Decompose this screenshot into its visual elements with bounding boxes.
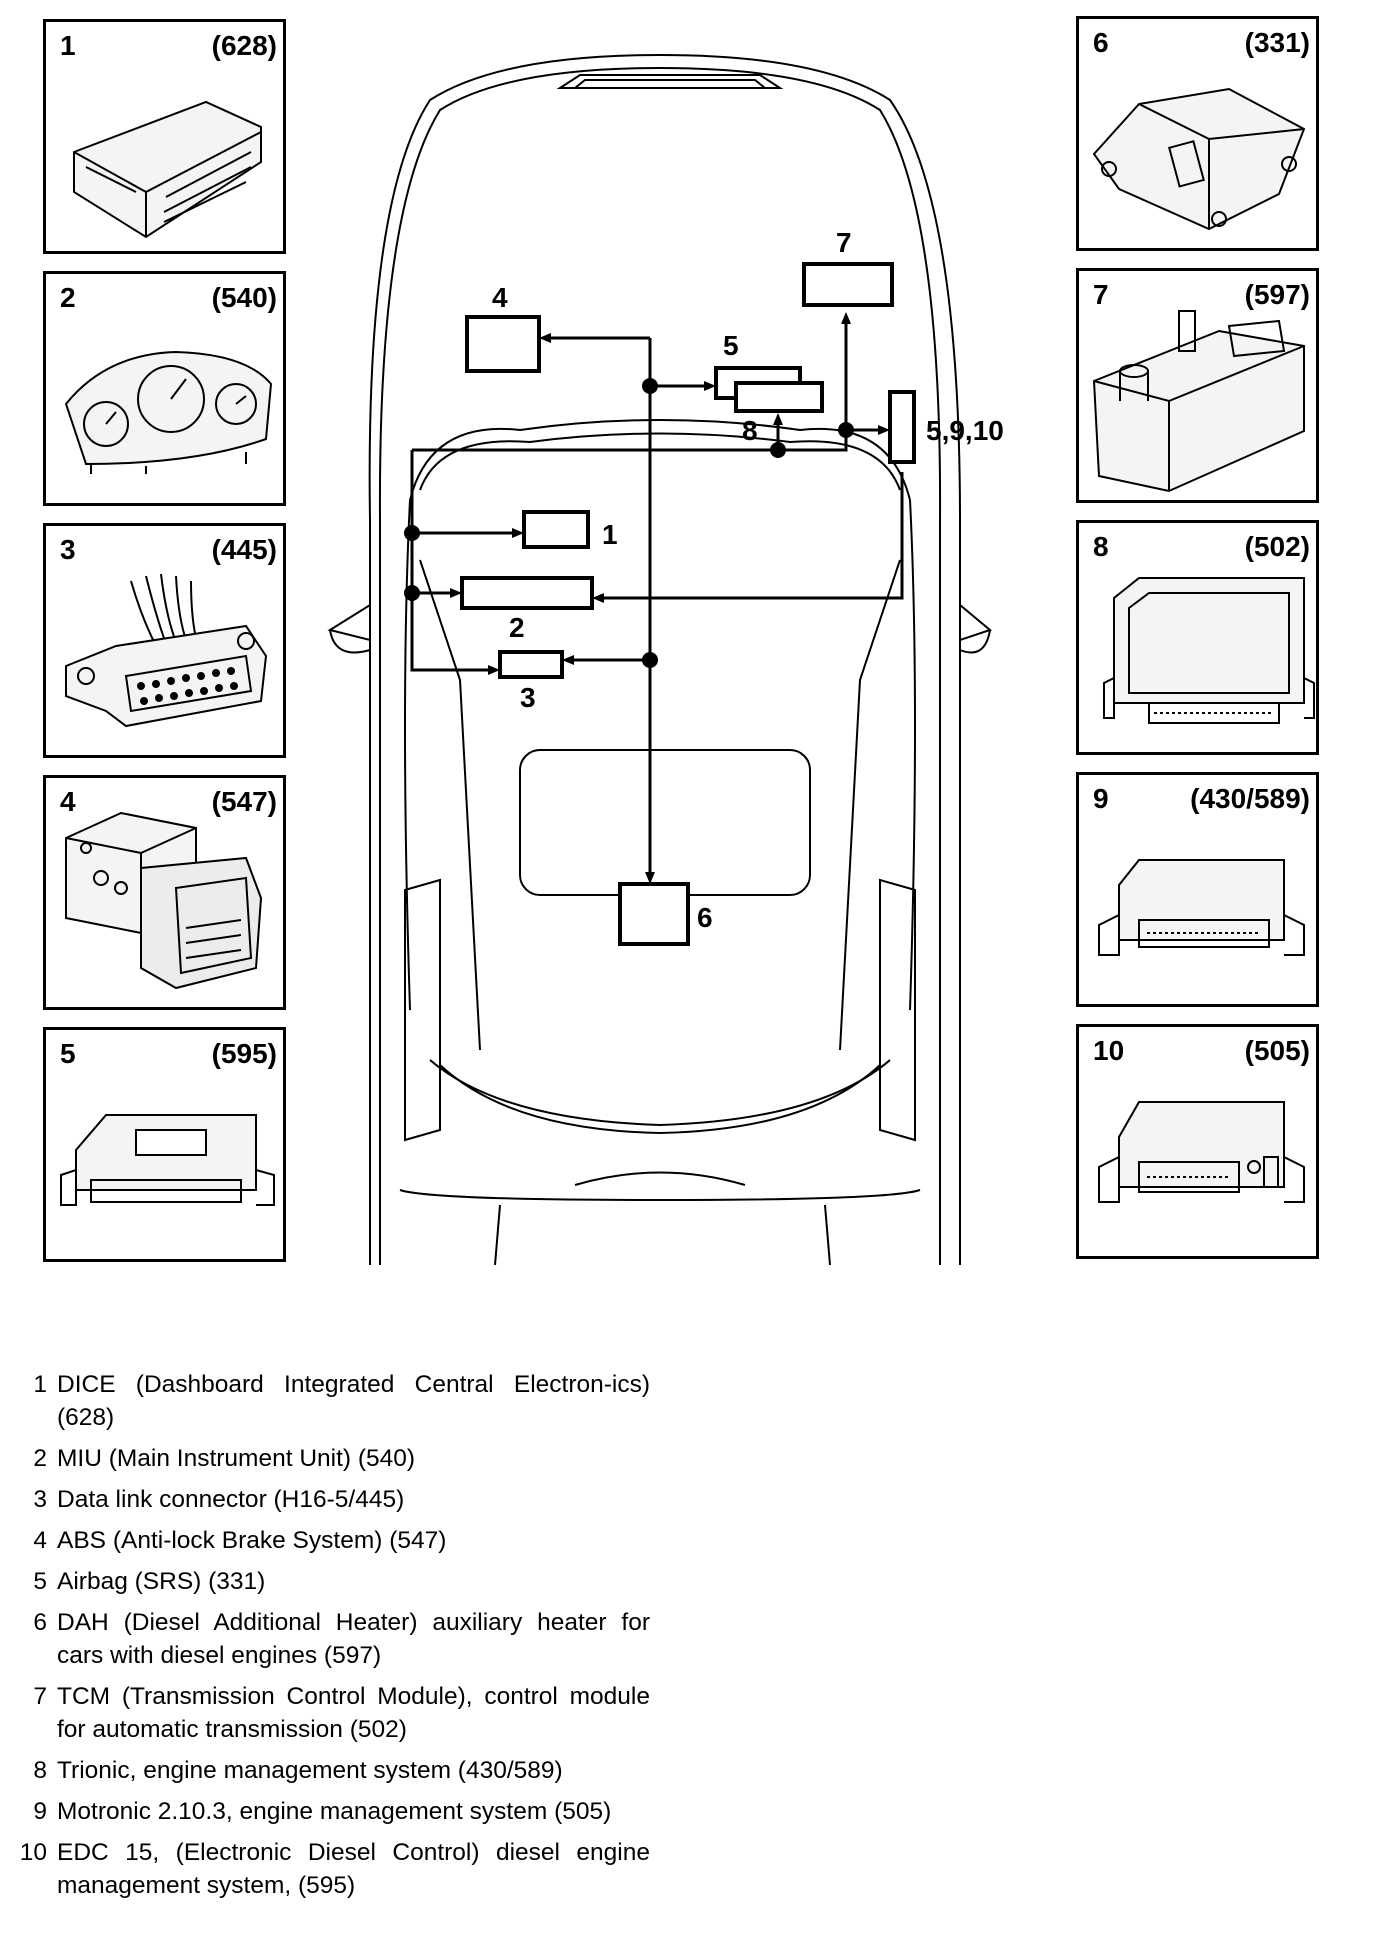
panel-number: 9 <box>1093 783 1109 814</box>
panel-number: 4 <box>60 786 76 817</box>
panel-number: 10 <box>1093 1035 1125 1066</box>
legend-item: 5 Airbag (SRS) (331) <box>10 1565 650 1598</box>
car-outline <box>327 53 993 1266</box>
legend-number: 3 <box>33 1486 47 1513</box>
ecu-icon <box>1098 1101 1305 1203</box>
data-link-connector-icon <box>65 573 268 728</box>
panel-10: 10 (505) <box>1076 1024 1319 1259</box>
panel-number: 8 <box>1093 531 1109 562</box>
control-unit-icon <box>73 100 262 239</box>
panel-3: 3 (445) <box>43 523 286 758</box>
panel-number: 6 <box>1093 27 1109 58</box>
panel-code: (430/589) <box>1190 783 1310 814</box>
network-lines <box>410 320 904 872</box>
panel-code: (445) <box>211 534 277 565</box>
legend-text: Airbag (SRS) (331) <box>57 1568 266 1595</box>
legend-item: 7 TCM (Transmission Control Module), cont… <box>10 1680 650 1746</box>
legend-text: Motronic 2.10.3, engine management syste… <box>57 1798 612 1825</box>
legend-text: EDC 15, (Electronic Diesel Control) dies… <box>57 1839 650 1899</box>
panel-number: 1 <box>60 30 76 61</box>
panel-7: 7 (597) <box>1076 268 1319 503</box>
legend-number: 9 <box>33 1798 47 1825</box>
panel-code: (540) <box>211 282 277 313</box>
panel-1: 1 (628) <box>43 19 286 254</box>
label-6: 6 <box>697 902 713 933</box>
legend-text: MIU (Main Instrument Unit) (540) <box>57 1445 416 1472</box>
module-box-8 <box>734 381 824 413</box>
panel-number: 7 <box>1093 279 1109 310</box>
legend-number: 4 <box>33 1527 47 1554</box>
ecu-icon <box>1098 859 1305 956</box>
panel-code: (502) <box>1244 531 1310 562</box>
panel-number: 2 <box>60 282 76 313</box>
module-box-3 <box>498 650 564 679</box>
legend-item: 9 Motronic 2.10.3, engine management syst… <box>10 1795 650 1828</box>
panel-5: 5 (595) <box>43 1027 286 1262</box>
network-junctions <box>404 378 854 668</box>
label-5: 5 <box>723 330 739 361</box>
panel-2: 2 (540) <box>43 271 286 506</box>
legend-item: 2 MIU (Main Instrument Unit) (540) <box>10 1442 650 1475</box>
legend-item: 1 DICE (Dashboard Integrated Central Elec… <box>10 1368 650 1434</box>
legend-number: 7 <box>33 1683 47 1710</box>
heater-unit-icon <box>1092 310 1305 493</box>
panel-code: (505) <box>1244 1035 1310 1066</box>
module-box-5910 <box>888 390 916 464</box>
panel-code: (628) <box>211 30 277 61</box>
label-5-9-10: 5,9,10 <box>926 415 1004 446</box>
module-box-4 <box>465 315 541 373</box>
instrument-cluster-icon <box>64 350 273 474</box>
label-2: 2 <box>509 612 525 643</box>
legend-text: TCM (Transmission Control Module), contr… <box>57 1683 650 1743</box>
legend-item: 8 Trionic, engine management system (430/… <box>10 1754 650 1787</box>
label-3: 3 <box>520 682 536 713</box>
abs-module-icon <box>65 811 263 990</box>
module-box-7 <box>802 262 894 307</box>
ecu-icon <box>60 1114 275 1206</box>
legend-item: 4 ABS (Anti-lock Brake System) (547) <box>10 1524 650 1557</box>
label-4: 4 <box>492 282 508 313</box>
legend-number: 2 <box>33 1445 47 1472</box>
legend-item: 3 Data link connector (H16-5/445) <box>10 1483 650 1516</box>
panel-number: 3 <box>60 534 76 565</box>
legend-text: DAH (Diesel Additional Heater) auxiliary… <box>57 1609 650 1669</box>
panel-code: (547) <box>211 786 277 817</box>
legend-text: Trionic, engine management system (430/5… <box>57 1757 563 1784</box>
legend-number: 10 <box>19 1839 47 1866</box>
legend-number: 5 <box>33 1568 47 1595</box>
diagram-labels: 1 2 3 4 5 6 7 8 5,9,10 <box>492 227 1004 933</box>
network-arrowheads <box>450 312 890 884</box>
label-1: 1 <box>602 519 618 550</box>
module-boxes <box>460 262 916 946</box>
panel-4: 4 (547) <box>43 775 286 1010</box>
panel-number: 5 <box>60 1038 76 1069</box>
legend-text: ABS (Anti-lock Brake System) (547) <box>57 1527 447 1554</box>
panel-code: (597) <box>1244 279 1310 310</box>
legend-number: 8 <box>33 1757 47 1784</box>
panel-8: 8 (502) <box>1076 520 1319 755</box>
legend-number: 1 <box>33 1371 47 1398</box>
module-box-2 <box>460 576 594 610</box>
legend-text: DICE (Dashboard Integrated Central Elect… <box>57 1371 650 1431</box>
airbag-module-icon <box>1092 87 1306 231</box>
panel-6: 6 (331) <box>1076 16 1319 251</box>
legend-number: 6 <box>33 1609 47 1636</box>
label-8: 8 <box>742 415 758 446</box>
legend-text: Data link connector (H16-5/445) <box>57 1486 405 1513</box>
legend-item: 10 EDC 15, (Electronic Diesel Control) di… <box>10 1836 650 1902</box>
legend-list: 1 DICE (Dashboard Integrated Central Elec… <box>10 1368 650 1910</box>
panel-code: (595) <box>211 1038 277 1069</box>
legend-item: 6 DAH (Diesel Additional Heater) auxiliar… <box>10 1606 650 1672</box>
ecu-icon <box>1103 577 1315 724</box>
panel-code: (331) <box>1244 27 1310 58</box>
module-box-6 <box>618 882 690 946</box>
car-network-diagram: 1 2 3 4 5 6 7 8 5,9,10 <box>327 53 1004 1266</box>
panel-9: 9 (430/589) <box>1076 772 1319 1007</box>
label-7: 7 <box>836 227 852 258</box>
module-box-1 <box>522 510 590 549</box>
